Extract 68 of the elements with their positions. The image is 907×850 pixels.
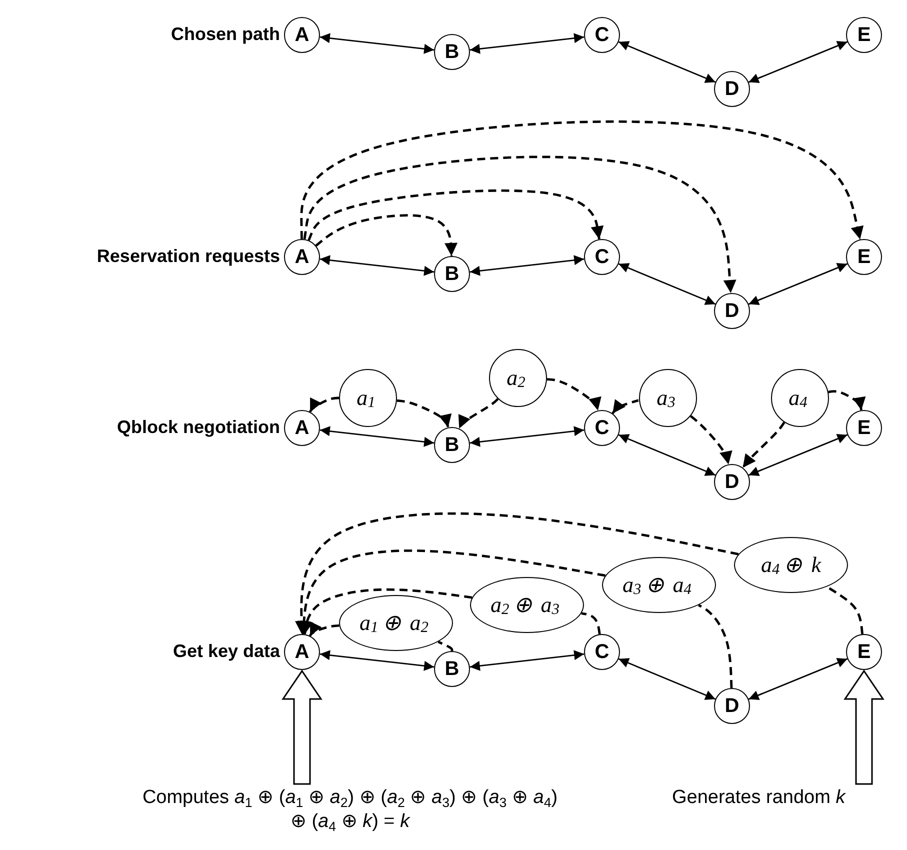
node-circle: E: [846, 634, 882, 670]
value-circle: a$_{2}$: [489, 349, 547, 407]
arrow: [618, 263, 716, 305]
arrow: [748, 40, 848, 84]
node-circle: C: [584, 634, 620, 670]
node-circle: B: [434, 427, 470, 463]
row-label: Reservation requests: [96, 246, 280, 267]
hollow-arrow: [282, 670, 322, 785]
node-circle: D: [714, 293, 750, 329]
arrow: [470, 33, 584, 54]
value-circle: a$_{4}$: [771, 369, 829, 427]
node-circle: A: [284, 410, 320, 446]
node-circle: C: [584, 410, 620, 446]
dashed-arrow: [315, 214, 458, 256]
node-circle: B: [434, 256, 470, 292]
dashed-arrow: [308, 396, 339, 412]
arrow: [618, 434, 716, 476]
arrow: [470, 650, 584, 671]
dashed-arrow: [309, 621, 340, 636]
dashed-arrow: [612, 398, 640, 414]
arrow: [748, 658, 848, 700]
node-circle: D: [714, 71, 750, 107]
dashed-arrow: [298, 549, 606, 634]
dashed-arrow: [690, 415, 732, 465]
dashed-arrow: [828, 390, 866, 410]
node-circle: C: [584, 239, 620, 275]
node-circle: A: [284, 17, 320, 53]
arrow: [470, 426, 584, 447]
node-circle: C: [584, 17, 620, 53]
dashed-arrow: [742, 422, 786, 468]
node-circle: D: [714, 688, 750, 724]
dashed-arrow: [303, 156, 736, 294]
value-ellipse: a$_{1}$ ⊕ a$_{2}$: [339, 595, 453, 651]
node-circle: E: [846, 239, 882, 275]
dashed-arrow: [300, 120, 864, 240]
node-circle: E: [846, 17, 882, 53]
node-circle: A: [284, 634, 320, 670]
value-ellipse: a$_{3}$ ⊕ a$_{4}$: [602, 557, 716, 613]
dashed-arrow: [308, 189, 604, 241]
arrow: [320, 33, 434, 54]
dashed-arrow: [546, 378, 602, 411]
arrow: [748, 262, 848, 306]
dashed-arrow: [458, 398, 499, 429]
arrow: [618, 41, 716, 83]
arrow: [320, 255, 434, 276]
arrow: [470, 255, 584, 276]
node-circle: E: [846, 410, 882, 446]
caption-text: Computes a$_{1}$ ⊕ (a$_{1}$ ⊕ a$_{2}$) ⊕ (a$_{2}$ ⊕ a$_{3}$) ⊕ (a$_{3}$ ⊕ a$_{4}$) ⊕ (a$_{4}$ ⊕ k) = k: [140, 786, 560, 834]
row-label: Qblock negotiation: [116, 417, 280, 438]
dashed-arrow: [295, 512, 739, 634]
node-circle: B: [434, 651, 470, 687]
caption-text: Generates random k: [672, 786, 907, 810]
node-circle: B: [434, 34, 470, 70]
value-circle: a$_{3}$: [639, 369, 697, 427]
hollow-arrow: [844, 670, 884, 785]
dashed-arrow: [300, 588, 472, 634]
arrow: [748, 434, 848, 476]
value-circle: a$_{1}$: [339, 369, 397, 427]
row-label: Get key data: [172, 641, 280, 662]
node-circle: A: [284, 239, 320, 275]
value-ellipse: a$_{4}$ ⊕ k: [734, 537, 848, 593]
node-circle: D: [714, 464, 750, 500]
value-ellipse: a$_{2}$ ⊕ a$_{3}$: [470, 577, 584, 633]
dashed-arrow: [396, 399, 452, 428]
arrow: [320, 426, 434, 447]
arrow: [618, 658, 716, 700]
arrow: [320, 650, 434, 671]
row-label: Chosen path: [170, 24, 280, 45]
